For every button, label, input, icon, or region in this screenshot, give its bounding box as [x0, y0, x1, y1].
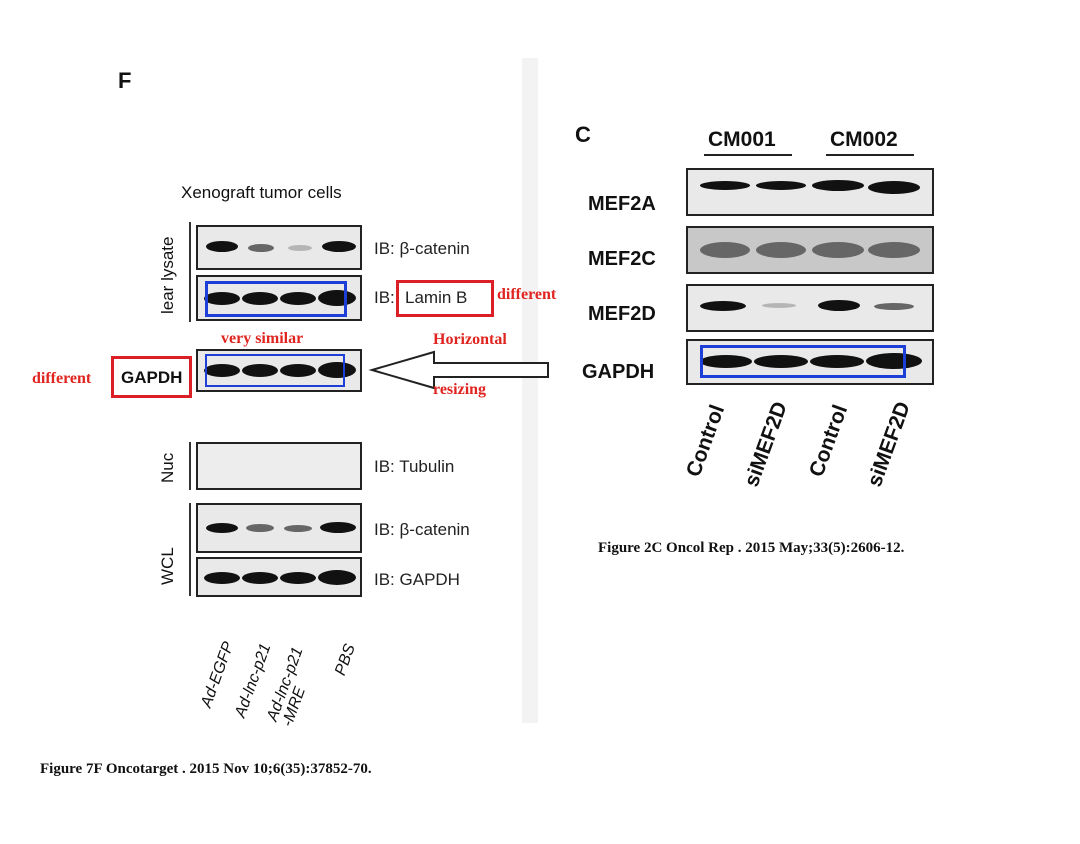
group-label-cm001: CM001 — [708, 128, 776, 151]
blot-band — [318, 570, 356, 585]
blot-band — [280, 292, 316, 305]
blot-label-lamin-b: Lamin B — [405, 288, 468, 307]
row-label-mef2c: MEF2C — [588, 248, 656, 270]
group-line-nuclear — [189, 222, 191, 322]
highlight-blue-lamin-b — [205, 281, 347, 317]
group-label-wcl: WCL — [158, 547, 177, 585]
annotation-horizontal: Horizontal — [433, 331, 507, 348]
blot-label-ib-prefix: IB: — [374, 288, 395, 307]
blot-band — [700, 181, 750, 190]
blot-band — [204, 364, 240, 377]
blot-label-tubulin: IB: Tubulin — [374, 457, 455, 476]
left-panel-title: Xenograft tumor cells — [181, 183, 342, 202]
blot-mef2c — [686, 226, 934, 274]
blot-tubulin — [196, 442, 362, 490]
blot-band — [242, 572, 278, 584]
group-label-cm002: CM002 — [830, 128, 898, 151]
lane-label-control-2: Control — [805, 401, 853, 480]
highlight-blue-gapdh — [205, 354, 345, 387]
blot-band — [318, 362, 356, 378]
blot-band — [812, 242, 864, 258]
group-label-nuc: Nuc — [158, 452, 177, 483]
annotation-different-right: different — [497, 286, 557, 303]
annotation-resizing: resizing — [433, 381, 487, 398]
lane-label-ad-egfp: Ad-EGFP — [198, 639, 238, 710]
blot-band — [762, 303, 796, 308]
blot-label-beta-catenin-2: IB: β-catenin — [374, 520, 470, 539]
blot-band — [322, 241, 356, 252]
blot-mef2d — [686, 284, 934, 332]
panel-letter-c: C — [575, 122, 591, 147]
blot-band — [868, 181, 920, 194]
highlight-red-gapdh — [111, 356, 192, 398]
row-label-mef2a: MEF2A — [588, 193, 656, 215]
group-underline-cm002 — [826, 154, 914, 156]
blot-gapdh-resized — [196, 349, 362, 392]
caption-left: Figure 7F Oncotarget . 2015 Nov 10;6(35)… — [40, 761, 372, 777]
blot-band — [700, 242, 750, 258]
blot-band — [700, 355, 752, 368]
highlight-blue-gapdh-right — [700, 345, 906, 378]
blot-band — [248, 244, 274, 252]
blot-beta-catenin-wcl — [196, 503, 362, 553]
lane-label-simef2d-1: siMEF2D — [740, 398, 792, 490]
blot-label-gapdh-boxed: GAPDH — [121, 368, 183, 387]
blot-band — [810, 355, 864, 368]
panel-letter-f: F — [118, 68, 132, 93]
blot-band — [288, 245, 312, 251]
annotation-different-left: different — [32, 370, 92, 387]
highlight-red-lamin-b — [396, 280, 494, 317]
blot-band — [818, 300, 860, 311]
blot-band — [320, 522, 356, 533]
blot-band — [756, 242, 806, 258]
resizing-arrow-icon — [368, 350, 549, 390]
lane-label-ad-lnc-p21-mre: Ad-lnc-p21 -MRE — [264, 644, 310, 729]
blot-band — [280, 572, 316, 584]
blot-band — [204, 292, 240, 305]
caption-right: Figure 2C Oncol Rep . 2015 May;33(5):260… — [598, 540, 905, 556]
blot-band — [284, 525, 312, 532]
blot-label-gapdh-wcl: IB: GAPDH — [374, 570, 460, 589]
blot-band — [812, 180, 864, 191]
group-label-nuclear: lear lysate — [158, 236, 177, 314]
blot-beta-catenin-nuclear — [196, 225, 362, 270]
blot-band — [700, 301, 746, 311]
blot-band — [206, 241, 238, 252]
blot-band — [874, 303, 914, 310]
blot-band — [242, 364, 278, 377]
blot-band — [866, 353, 922, 369]
blot-label-beta-catenin-1: IB: β-catenin — [374, 239, 470, 258]
group-underline-cm001 — [704, 154, 792, 156]
blot-band — [246, 524, 274, 532]
blot-band — [242, 292, 278, 305]
group-line-wcl — [189, 503, 191, 596]
annotation-very-similar: very similar — [221, 330, 304, 347]
row-label-mef2d: MEF2D — [588, 303, 656, 325]
blot-band — [280, 364, 316, 377]
blot-band — [204, 572, 240, 584]
blot-mef2a — [686, 168, 934, 216]
lane-label-simef2d-2: siMEF2D — [863, 398, 915, 490]
row-label-gapdh: GAPDH — [582, 361, 655, 383]
group-line-nuc — [189, 442, 191, 490]
blot-band — [756, 181, 806, 190]
blot-gapdh-wcl — [196, 557, 362, 597]
lane-label-pbs: PBS — [332, 641, 359, 678]
figure-divider — [522, 58, 538, 723]
blot-band — [754, 355, 808, 368]
blot-band — [868, 242, 920, 258]
blot-band — [206, 523, 238, 533]
lane-label-control-1: Control — [682, 401, 730, 480]
